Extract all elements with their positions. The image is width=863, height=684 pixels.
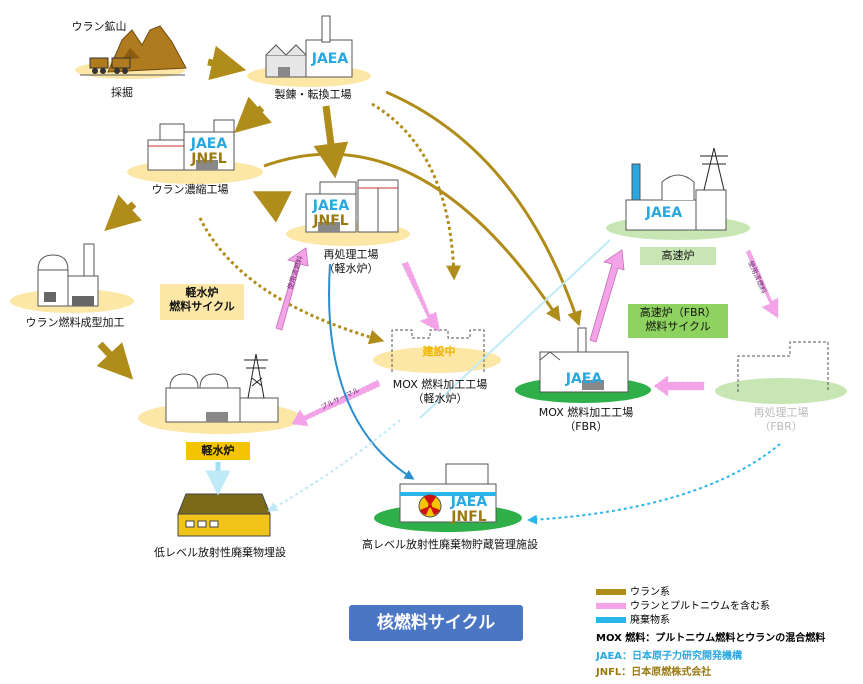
fbr-cycle-line2: 燃料サイクル (645, 320, 711, 333)
legend-u-pu-label: ウランとプルトニウムを含む系 (630, 601, 770, 612)
reprocessing-lwr-jaea-badge: JAEA (312, 198, 350, 214)
refining-plant-label: 製錬・転換工場 (274, 88, 352, 101)
legend-swatch-u-pu (596, 603, 626, 609)
high-level-waste-illustration (399, 463, 497, 523)
enrichment-jaea-badge: JAEA (190, 136, 228, 152)
enrichment-plant-label: ウラン濃縮工場 (151, 183, 229, 196)
mox-fbr-illustration (539, 327, 629, 393)
diagram-title: 核燃料サイクル (349, 605, 523, 641)
high-level-jnfl-badge: JNFL (451, 509, 487, 525)
reprocessing-fbr-label-line1: 再処理工場 (753, 406, 809, 419)
lwr-illustration (165, 353, 279, 423)
ground-ellipses (10, 65, 847, 532)
legend-swatch-waste (596, 617, 626, 623)
legend-u-pu: ウランとプルトニウムを含む系 (596, 601, 770, 613)
legend-jnfl-note: JNFL：日本原燃株式会社 (596, 667, 712, 678)
uranium-flow-arrows (96, 45, 582, 380)
enrichment-plant-illustration (147, 119, 235, 171)
fabrication-plant-illustration (37, 243, 99, 307)
legend-uranium-label: ウラン系 (630, 587, 670, 598)
high-level-waste-label: 高レベル放射性廃棄物貯蔵管理施設 (362, 538, 538, 551)
legend-mox-note: MOX 燃料：プルトニウム燃料とウランの混合燃料 (596, 633, 826, 644)
low-level-waste-illustration (177, 493, 271, 537)
fbr-cycle-box: 高速炉（FBR） 燃料サイクル (628, 304, 728, 338)
pluthermal-arrow-label: プルサーマル (319, 386, 360, 412)
reprocessing-fbr-illustration (737, 341, 829, 392)
legend-swatch-uranium (596, 589, 626, 595)
lwr-cycle-box: 軽水炉 燃料サイクル (160, 284, 244, 320)
fbr-label-box: 高速炉 (640, 247, 716, 265)
enrichment-jnfl-badge: JNFL (191, 151, 227, 167)
reprocessing-lwr-illustration (305, 179, 399, 233)
fbr-illustration (625, 147, 728, 231)
fbr-cycle-line1: 高速炉（FBR） (639, 306, 717, 319)
legend-jaea-note: JAEA：日本原子力研究開発機構 (596, 651, 743, 662)
legend-uranium: ウラン系 (596, 587, 670, 599)
spent-fuel-fbr-arrow-label: 使用済燃料 (746, 259, 768, 295)
reprocessing-fbr-label-line2: （FBR） (759, 420, 803, 433)
uranium-plutonium-flow-arrows (275, 247, 779, 427)
reprocessing-lwr-jnfl-badge: JNFL (313, 213, 349, 229)
refining-plant-illustration (265, 15, 353, 78)
uranium-mine-illustration (75, 25, 187, 79)
low-level-waste-label: 低レベル放射性廃棄物埋設 (154, 546, 286, 559)
reprocessing-lwr-label-line1: 再処理工場 (323, 248, 379, 261)
fbr-jaea-badge: JAEA (645, 205, 683, 221)
legend-waste: 廃棄物系 (596, 615, 670, 627)
lwr-cycle-line1: 軽水炉 (185, 286, 219, 299)
high-level-jaea-badge: JAEA (450, 494, 488, 510)
mox-fbr-label-line2: （FBR） (564, 420, 608, 433)
lwr-cycle-line2: 燃料サイクル (169, 300, 235, 313)
mox-fbr-jaea-badge: JAEA (565, 371, 603, 387)
mox-lwr-construction-status: 建設中 (422, 345, 456, 358)
lwr-label-box: 軽水炉 (186, 442, 250, 460)
mox-lwr-label-line2: （軽水炉） (412, 392, 468, 405)
waste-flow-arrows (205, 239, 781, 525)
refining-jaea-badge: JAEA (311, 51, 349, 67)
mining-label: 採掘 (111, 86, 133, 99)
fabrication-plant-label: ウラン燃料成型加工 (25, 316, 125, 329)
mox-fbr-label-line1: MOX 燃料加工工場 (538, 406, 634, 419)
uranium-mine-label: ウラン鉱山 (71, 20, 127, 33)
legend-waste-label: 廃棄物系 (630, 615, 670, 626)
reprocessing-lwr-label-line2: （軽水炉） (323, 262, 379, 275)
mox-lwr-label-line1: MOX 燃料加工工場 (392, 378, 488, 391)
